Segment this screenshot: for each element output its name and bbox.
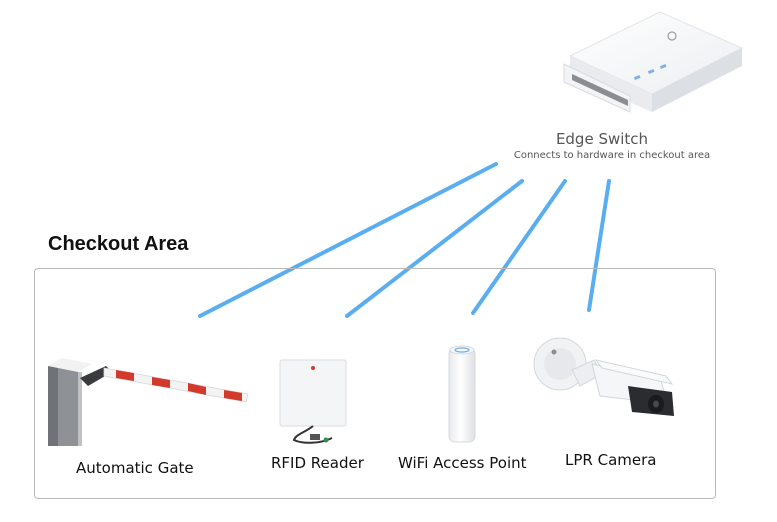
edge-switch-title: Edge Switch xyxy=(555,130,649,148)
checkout-area-box xyxy=(34,268,716,499)
wifi-access-point-image xyxy=(448,345,476,443)
automatic-gate-label: Automatic Gate xyxy=(76,459,194,477)
link-rfid xyxy=(345,179,524,318)
edge-switch-subtitle: Connects to hardware in checkout area xyxy=(513,150,711,161)
checkout-area-title: Checkout Area xyxy=(48,233,189,255)
link-camera xyxy=(587,179,611,312)
edge-switch-image xyxy=(563,11,744,113)
lpr-camera-image xyxy=(533,337,674,416)
link-gate xyxy=(198,162,498,318)
link-wifi xyxy=(471,179,567,315)
rfid-reader-image xyxy=(279,359,347,444)
wifi-access-point-label: WiFi Access Point xyxy=(398,454,527,472)
lpr-camera-label: LPR Camera xyxy=(565,451,657,469)
rfid-reader-label: RFID Reader xyxy=(271,454,364,472)
automatic-gate-image xyxy=(48,358,249,446)
